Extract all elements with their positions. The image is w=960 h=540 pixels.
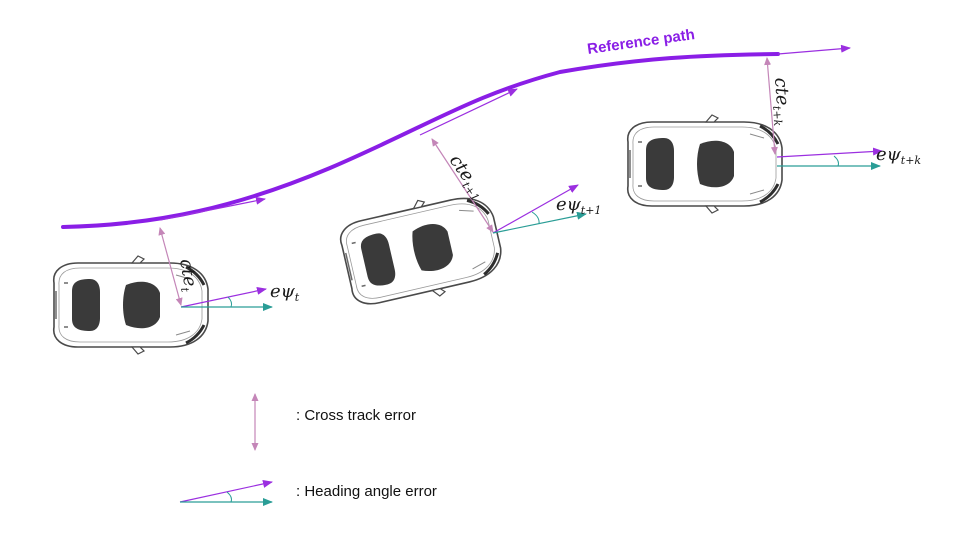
cte-label-t1: ctet+1: [443, 151, 490, 204]
epsi-label-tk: eψt+k: [876, 144, 921, 167]
legend: : Cross track error : Heading angle erro…: [179, 393, 437, 506]
cte-label-t: ctet: [173, 257, 201, 293]
legend-heading-arrow: [179, 480, 273, 503]
legend-angle-arc: [226, 491, 232, 503]
cte-label-tk: ctet+k: [768, 77, 794, 127]
path-tangent-arrow-1: [159, 196, 266, 221]
heading-angle-arc-t1: [531, 211, 540, 225]
reference-path-extension-arrow: [777, 44, 851, 55]
car-tk: ctet+k eψt+k: [626, 57, 921, 215]
legend-heading-label: : Heading angle error: [296, 483, 437, 500]
heading-angle-arc-t: [227, 296, 233, 308]
cte-arrow-t: [158, 227, 183, 306]
cte-arrow-t1: [431, 138, 494, 233]
car-t: ctet eψt: [52, 227, 300, 356]
reference-path-label: Reference path: [586, 26, 696, 58]
legend-cross-track-label: : Cross track error: [296, 407, 416, 424]
epsi-label-t1: eψt+1: [556, 194, 601, 217]
heading-arrow-t1: [492, 184, 579, 234]
heading-arrow-tk: [776, 147, 883, 158]
cte-arrow-tk: [764, 57, 778, 155]
heading-angle-arc-tk: [833, 155, 839, 167]
car-t1: ctet+1 eψt+1: [334, 138, 601, 317]
heading-arrow-t: [180, 286, 267, 308]
reference-path: [61, 52, 780, 229]
epsi-label-t: eψt: [270, 281, 300, 304]
path-tangent-arrow-2: [419, 88, 518, 136]
